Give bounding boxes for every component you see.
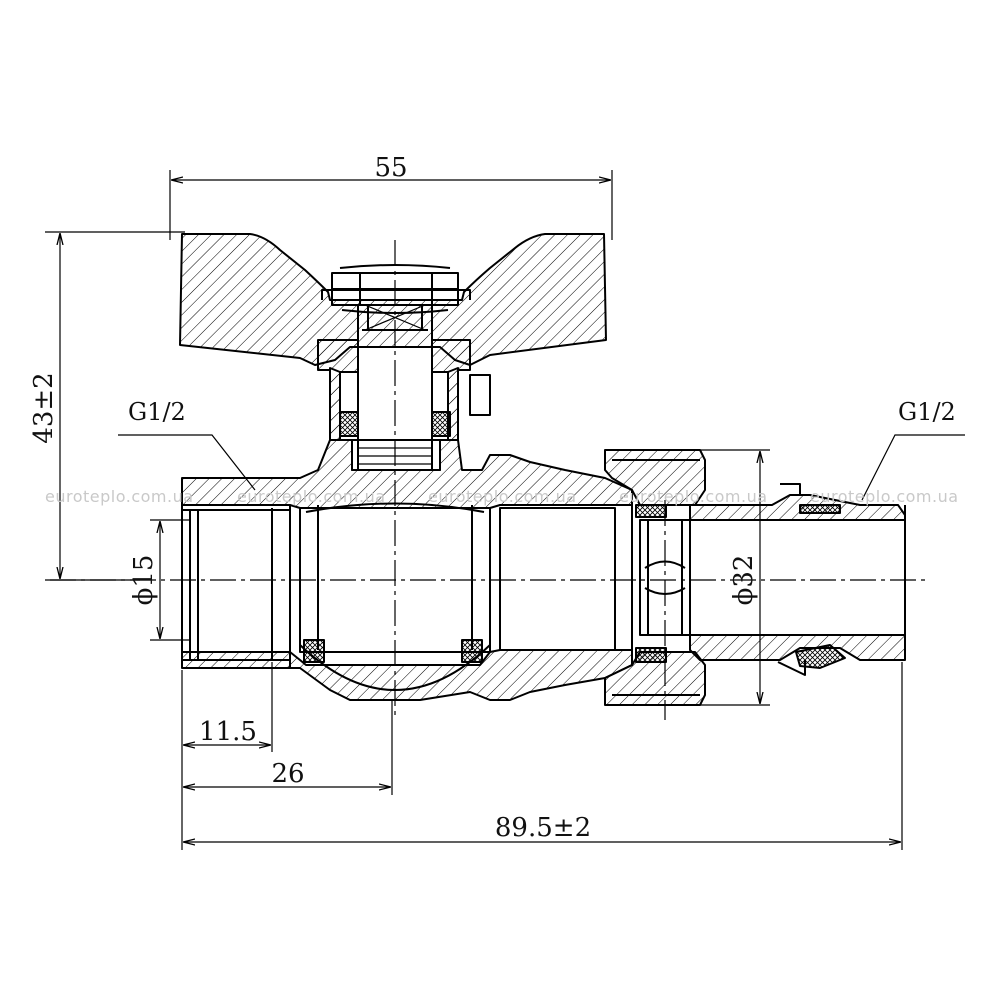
dimension-width-top: 55 (169, 153, 613, 240)
dimension-height-left: 43±2 (29, 231, 185, 581)
dimension-length-b: 26 (184, 700, 393, 795)
watermark-text: euroteplo.com.ua (237, 487, 386, 506)
dim-bore-right-label: ϕ32 (729, 555, 759, 606)
watermark-text: euroteplo.com.ua (619, 487, 768, 506)
dim-width-label: 55 (374, 153, 407, 183)
center-lines (50, 240, 930, 720)
watermark-text: euroteplo.com.ua (45, 487, 194, 506)
thread-left-label: G1/2 (128, 398, 186, 426)
dim-bore-left-label: ϕ15 (129, 555, 159, 606)
watermark-text: euroteplo.com.ua (428, 487, 577, 506)
dimension-bore-left: ϕ15 (129, 519, 190, 641)
dimension-length-total: 89.5±2 (184, 662, 903, 850)
dim-length-b-label: 26 (271, 759, 304, 789)
dim-length-a-label: 11.5 (199, 717, 257, 747)
dimension-length-a: 11.5 (181, 662, 273, 850)
dim-length-total-label: 89.5±2 (495, 813, 591, 843)
watermark-text: euroteplo.com.ua (810, 487, 959, 506)
dim-height-label: 43±2 (29, 372, 59, 443)
thread-right-callout: G1/2 (861, 398, 965, 501)
thread-left-callout: G1/2 (118, 398, 256, 491)
thread-right-label: G1/2 (898, 398, 956, 426)
butterfly-handle (179, 233, 607, 366)
valve-body (181, 367, 633, 701)
dimension-bore-right: ϕ32 (700, 449, 770, 706)
watermark-row: euroteplo.com.ua euroteplo.com.ua eurote… (45, 487, 959, 506)
union-section (499, 449, 706, 706)
right-fitting (689, 483, 906, 676)
